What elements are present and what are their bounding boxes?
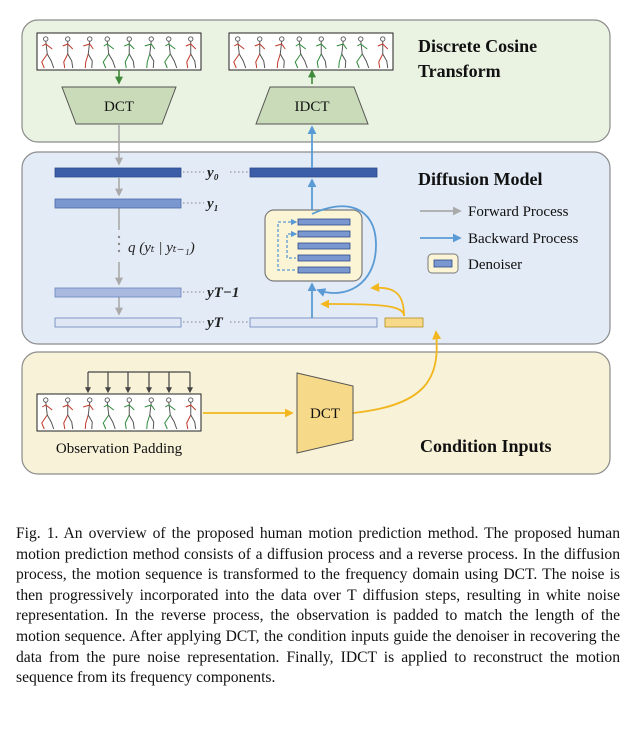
bar-y1 [54, 198, 182, 209]
condition-embedding [384, 317, 424, 328]
condition-dct-label: DCT [310, 406, 340, 422]
label-q: q (yₜ | yₜ₋₁) [128, 240, 195, 256]
denoiser-layers [297, 218, 351, 274]
bar-y0 [54, 167, 182, 178]
diagram: DCT IDCT Discrete Cosine Transform Diffu… [21, 19, 611, 475]
idct-label: IDCT [295, 99, 330, 115]
observation-padding-label: Observation Padding [56, 441, 183, 457]
legend-backward-label: Backward Process [468, 231, 579, 247]
motion-strip-observation [36, 393, 202, 432]
bar-yT [54, 317, 182, 328]
caption-text: Fig. 1. An overview of the proposed huma… [16, 525, 620, 687]
idct-block [255, 86, 369, 125]
padding-arrows [85, 371, 193, 394]
bar-noise-input [249, 317, 378, 328]
condition-dct-block [296, 372, 354, 454]
diffusion-title: Diffusion Model [418, 169, 543, 189]
dct-section-title-line1: Discrete Cosine [418, 36, 537, 56]
label-y1: y₁ [205, 196, 219, 212]
legend-forward-label: Forward Process [468, 204, 569, 220]
motion-strip-input [36, 32, 202, 71]
bar-output-y0 [249, 167, 378, 178]
dct-block [61, 86, 177, 125]
bar-yT-minus-1 [54, 287, 182, 298]
label-y0: y₀ [205, 165, 219, 181]
dct-label: DCT [104, 99, 134, 115]
dct-section-title-line2: Transform [418, 61, 501, 81]
figure-caption: Fig. 1. An overview of the proposed huma… [16, 524, 620, 689]
label-yT: yT [205, 315, 224, 331]
motion-strip-output [228, 32, 394, 71]
legend-denoiser-label: Denoiser [468, 257, 522, 273]
condition-title: Condition Inputs [420, 436, 552, 456]
label-yT-minus-1: yT−1 [205, 285, 239, 301]
